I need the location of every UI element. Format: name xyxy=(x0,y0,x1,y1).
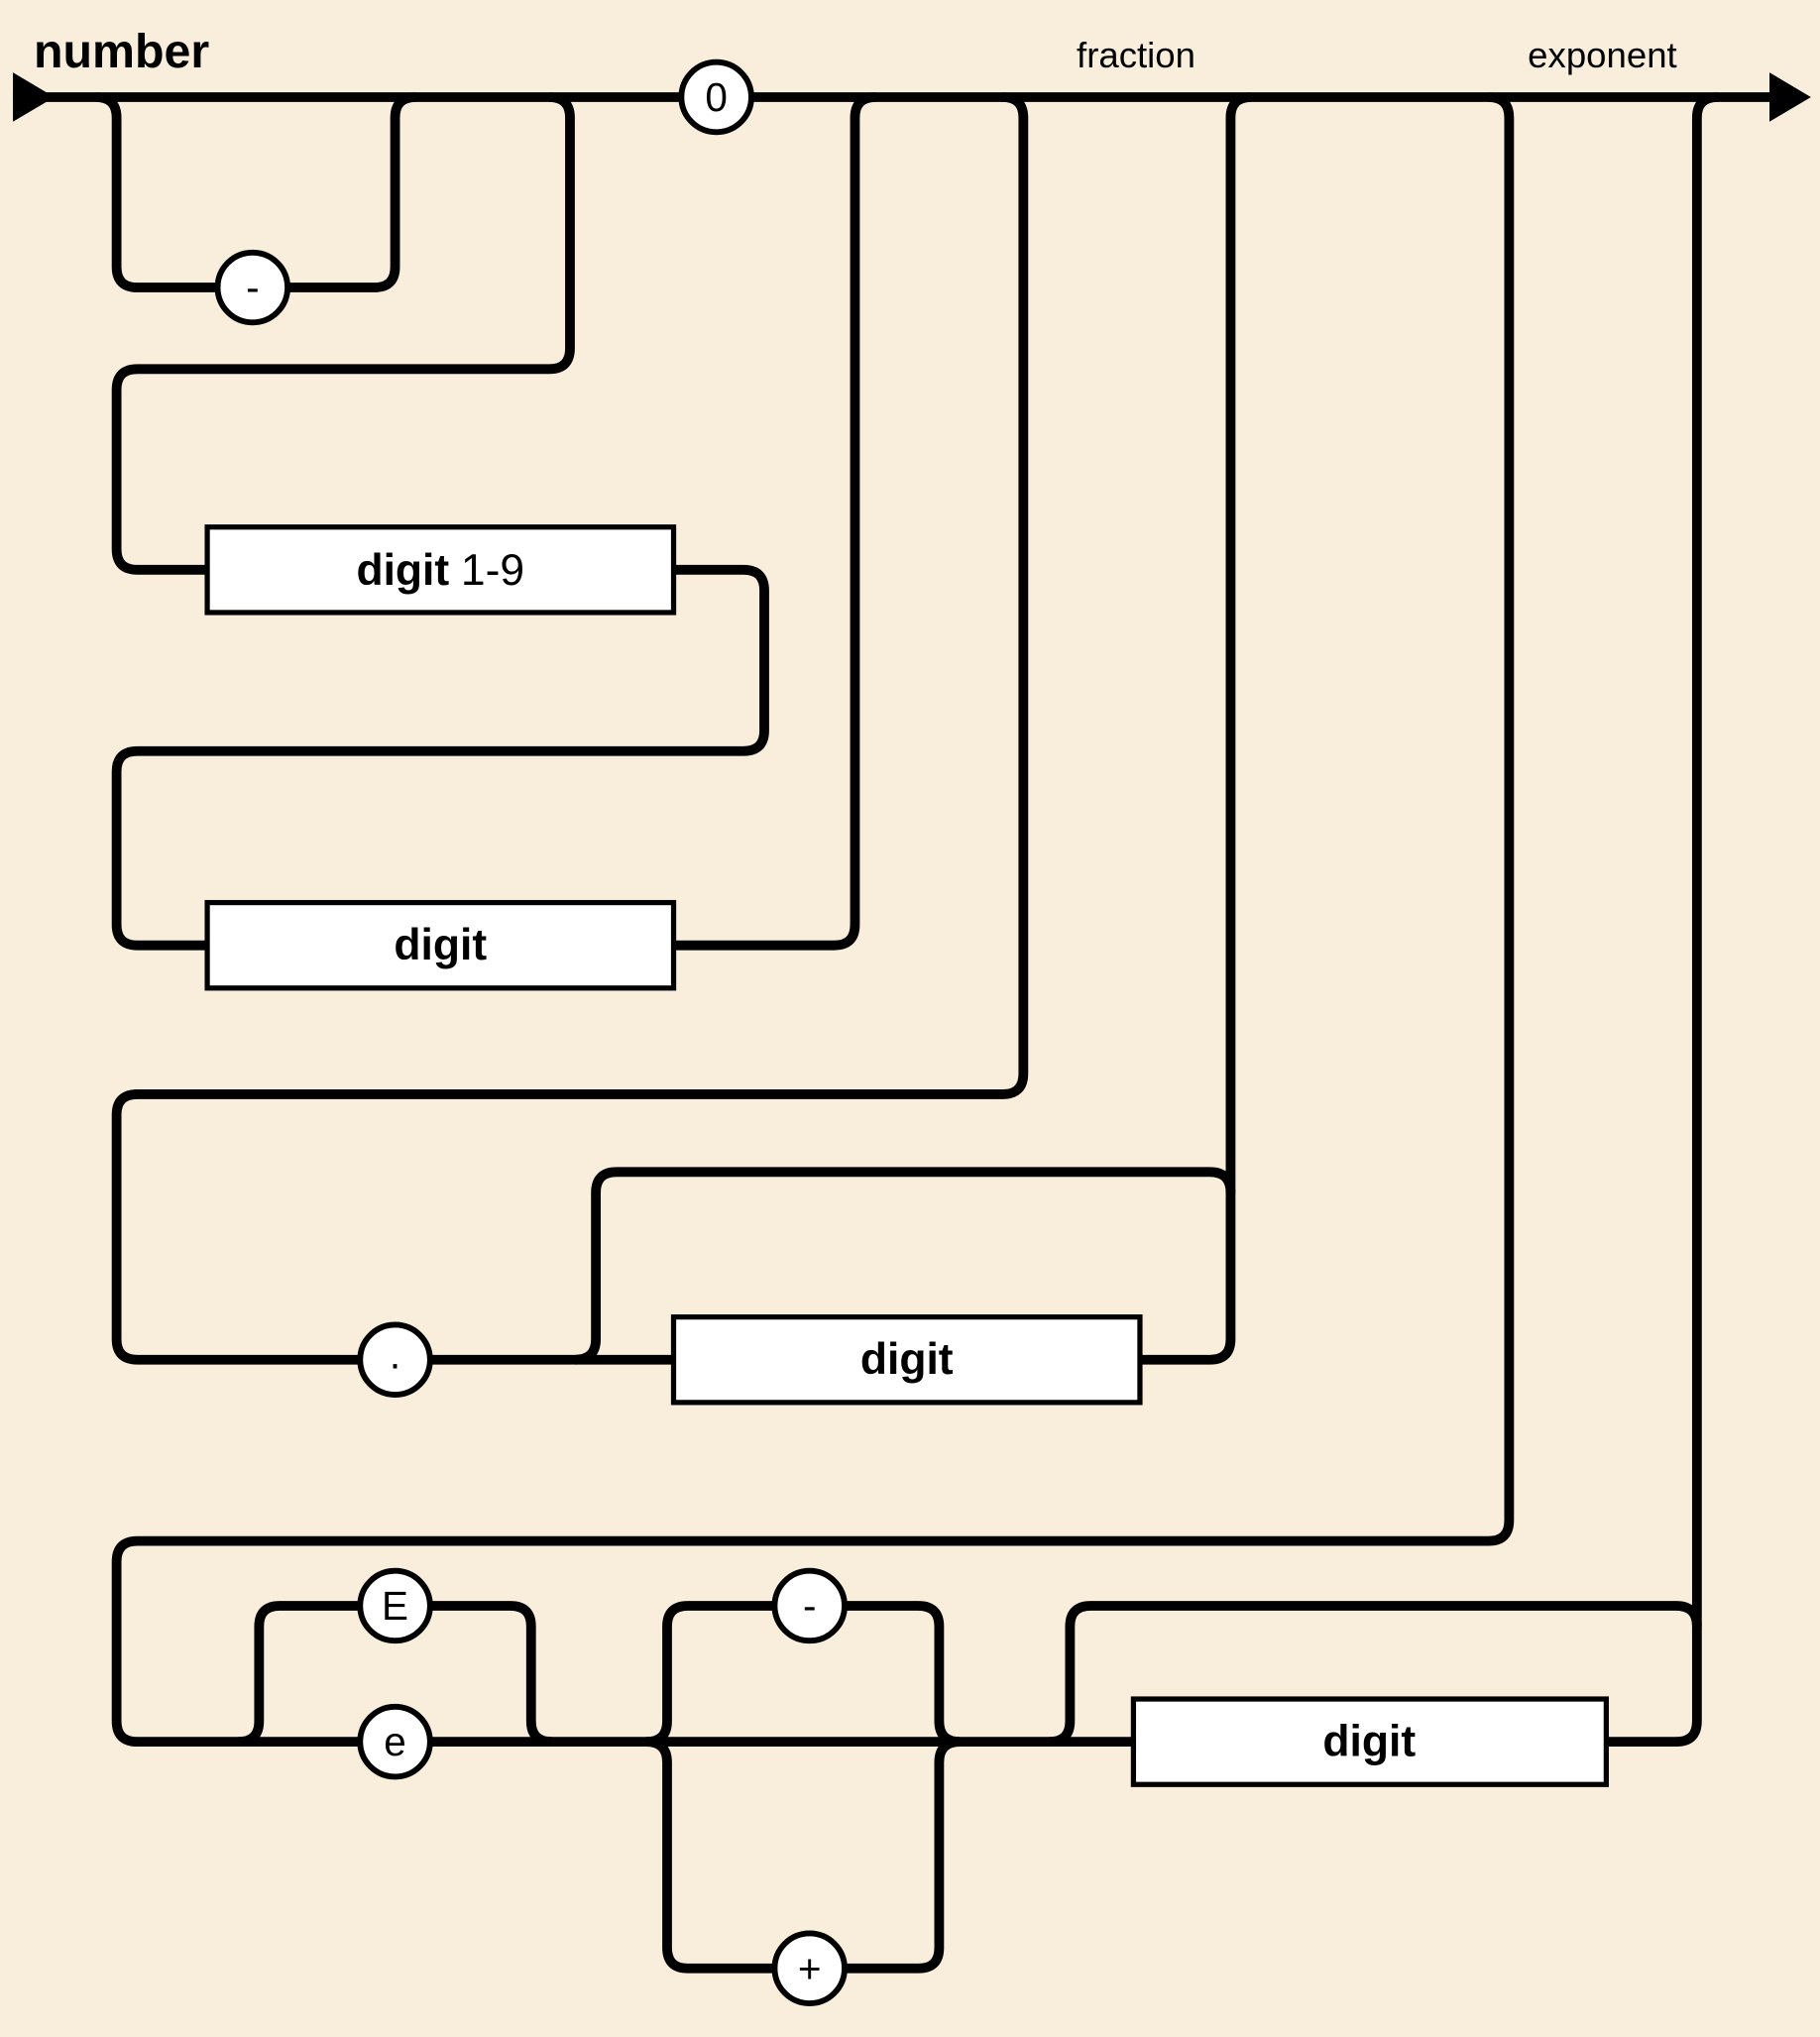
terminal-exp-minus-circle xyxy=(771,1567,848,1644)
terminal-exp-plus-label: + xyxy=(798,1946,822,1991)
nonterminal-exponent-digit-box xyxy=(1130,1696,1609,1787)
terminal-exp-plus: + xyxy=(771,1930,848,2006)
section-label-exponent: exponent xyxy=(1528,35,1677,75)
diagram-title: number xyxy=(34,25,209,78)
terminal-lower-e: e xyxy=(357,1703,433,1780)
track-exponent-branch xyxy=(111,92,1515,1748)
terminal-lower-e-circle xyxy=(357,1703,433,1780)
nonterminal-fraction-digit-label: digit xyxy=(860,1335,954,1384)
terminal-dot-circle xyxy=(357,1321,433,1398)
digit-word: digit xyxy=(356,545,449,594)
terminal-exp-minus: - xyxy=(771,1567,848,1644)
terminal-exp-plus-circle xyxy=(771,1930,848,2006)
digit-range: 1-9 xyxy=(461,545,524,594)
terminal-lower-e-label: e xyxy=(384,1719,406,1764)
track-exponent-return xyxy=(1601,92,1719,1748)
track-fraction-return xyxy=(1134,92,1252,1365)
terminal-upper-E: E xyxy=(357,1567,433,1644)
terminal-minus-label: - xyxy=(246,265,260,310)
terminal-upper-E-circle xyxy=(357,1567,433,1644)
track-digit19-branch xyxy=(111,92,575,575)
nonterminal-fraction-digit: digit xyxy=(670,1314,1143,1406)
terminal-exp-minus-label: - xyxy=(803,1583,817,1629)
nonterminal-fraction-digit-box xyxy=(670,1314,1143,1406)
nonterminal-integer-digit-label: digit xyxy=(394,921,487,969)
nonterminal-exponent-digit: digit xyxy=(1130,1696,1609,1787)
track-fraction-digit-loop xyxy=(574,1167,1236,1365)
section-label-fraction: fraction xyxy=(1077,35,1195,75)
nonterminal-integer-digit-box xyxy=(204,899,677,991)
track-integer-digit-feed xyxy=(111,564,769,951)
end-arrow-icon xyxy=(1769,72,1811,122)
nonterminal-integer-digit: digit xyxy=(204,899,677,991)
start-arrow-icon xyxy=(13,72,55,122)
terminal-dot-label: . xyxy=(390,1332,400,1378)
track-lines xyxy=(13,92,1780,1974)
nonterminal-exponent-digit-label: digit xyxy=(1322,1718,1416,1766)
track-integer-return xyxy=(668,92,876,951)
nonterminal-digit-1-9-box xyxy=(204,524,677,616)
track-exp-digit-loop xyxy=(1049,1601,1702,1748)
terminal-dot: . xyxy=(357,1321,433,1398)
terminal-minus-circle xyxy=(214,249,291,326)
terminal-minus: - xyxy=(214,249,291,326)
track-fraction-branch xyxy=(111,92,1029,1365)
terminal-zero-label: 0 xyxy=(705,74,728,120)
terminal-zero-circle xyxy=(678,58,754,136)
terminal-zero: 0 xyxy=(678,58,754,136)
terminal-upper-E-label: E xyxy=(382,1583,408,1629)
